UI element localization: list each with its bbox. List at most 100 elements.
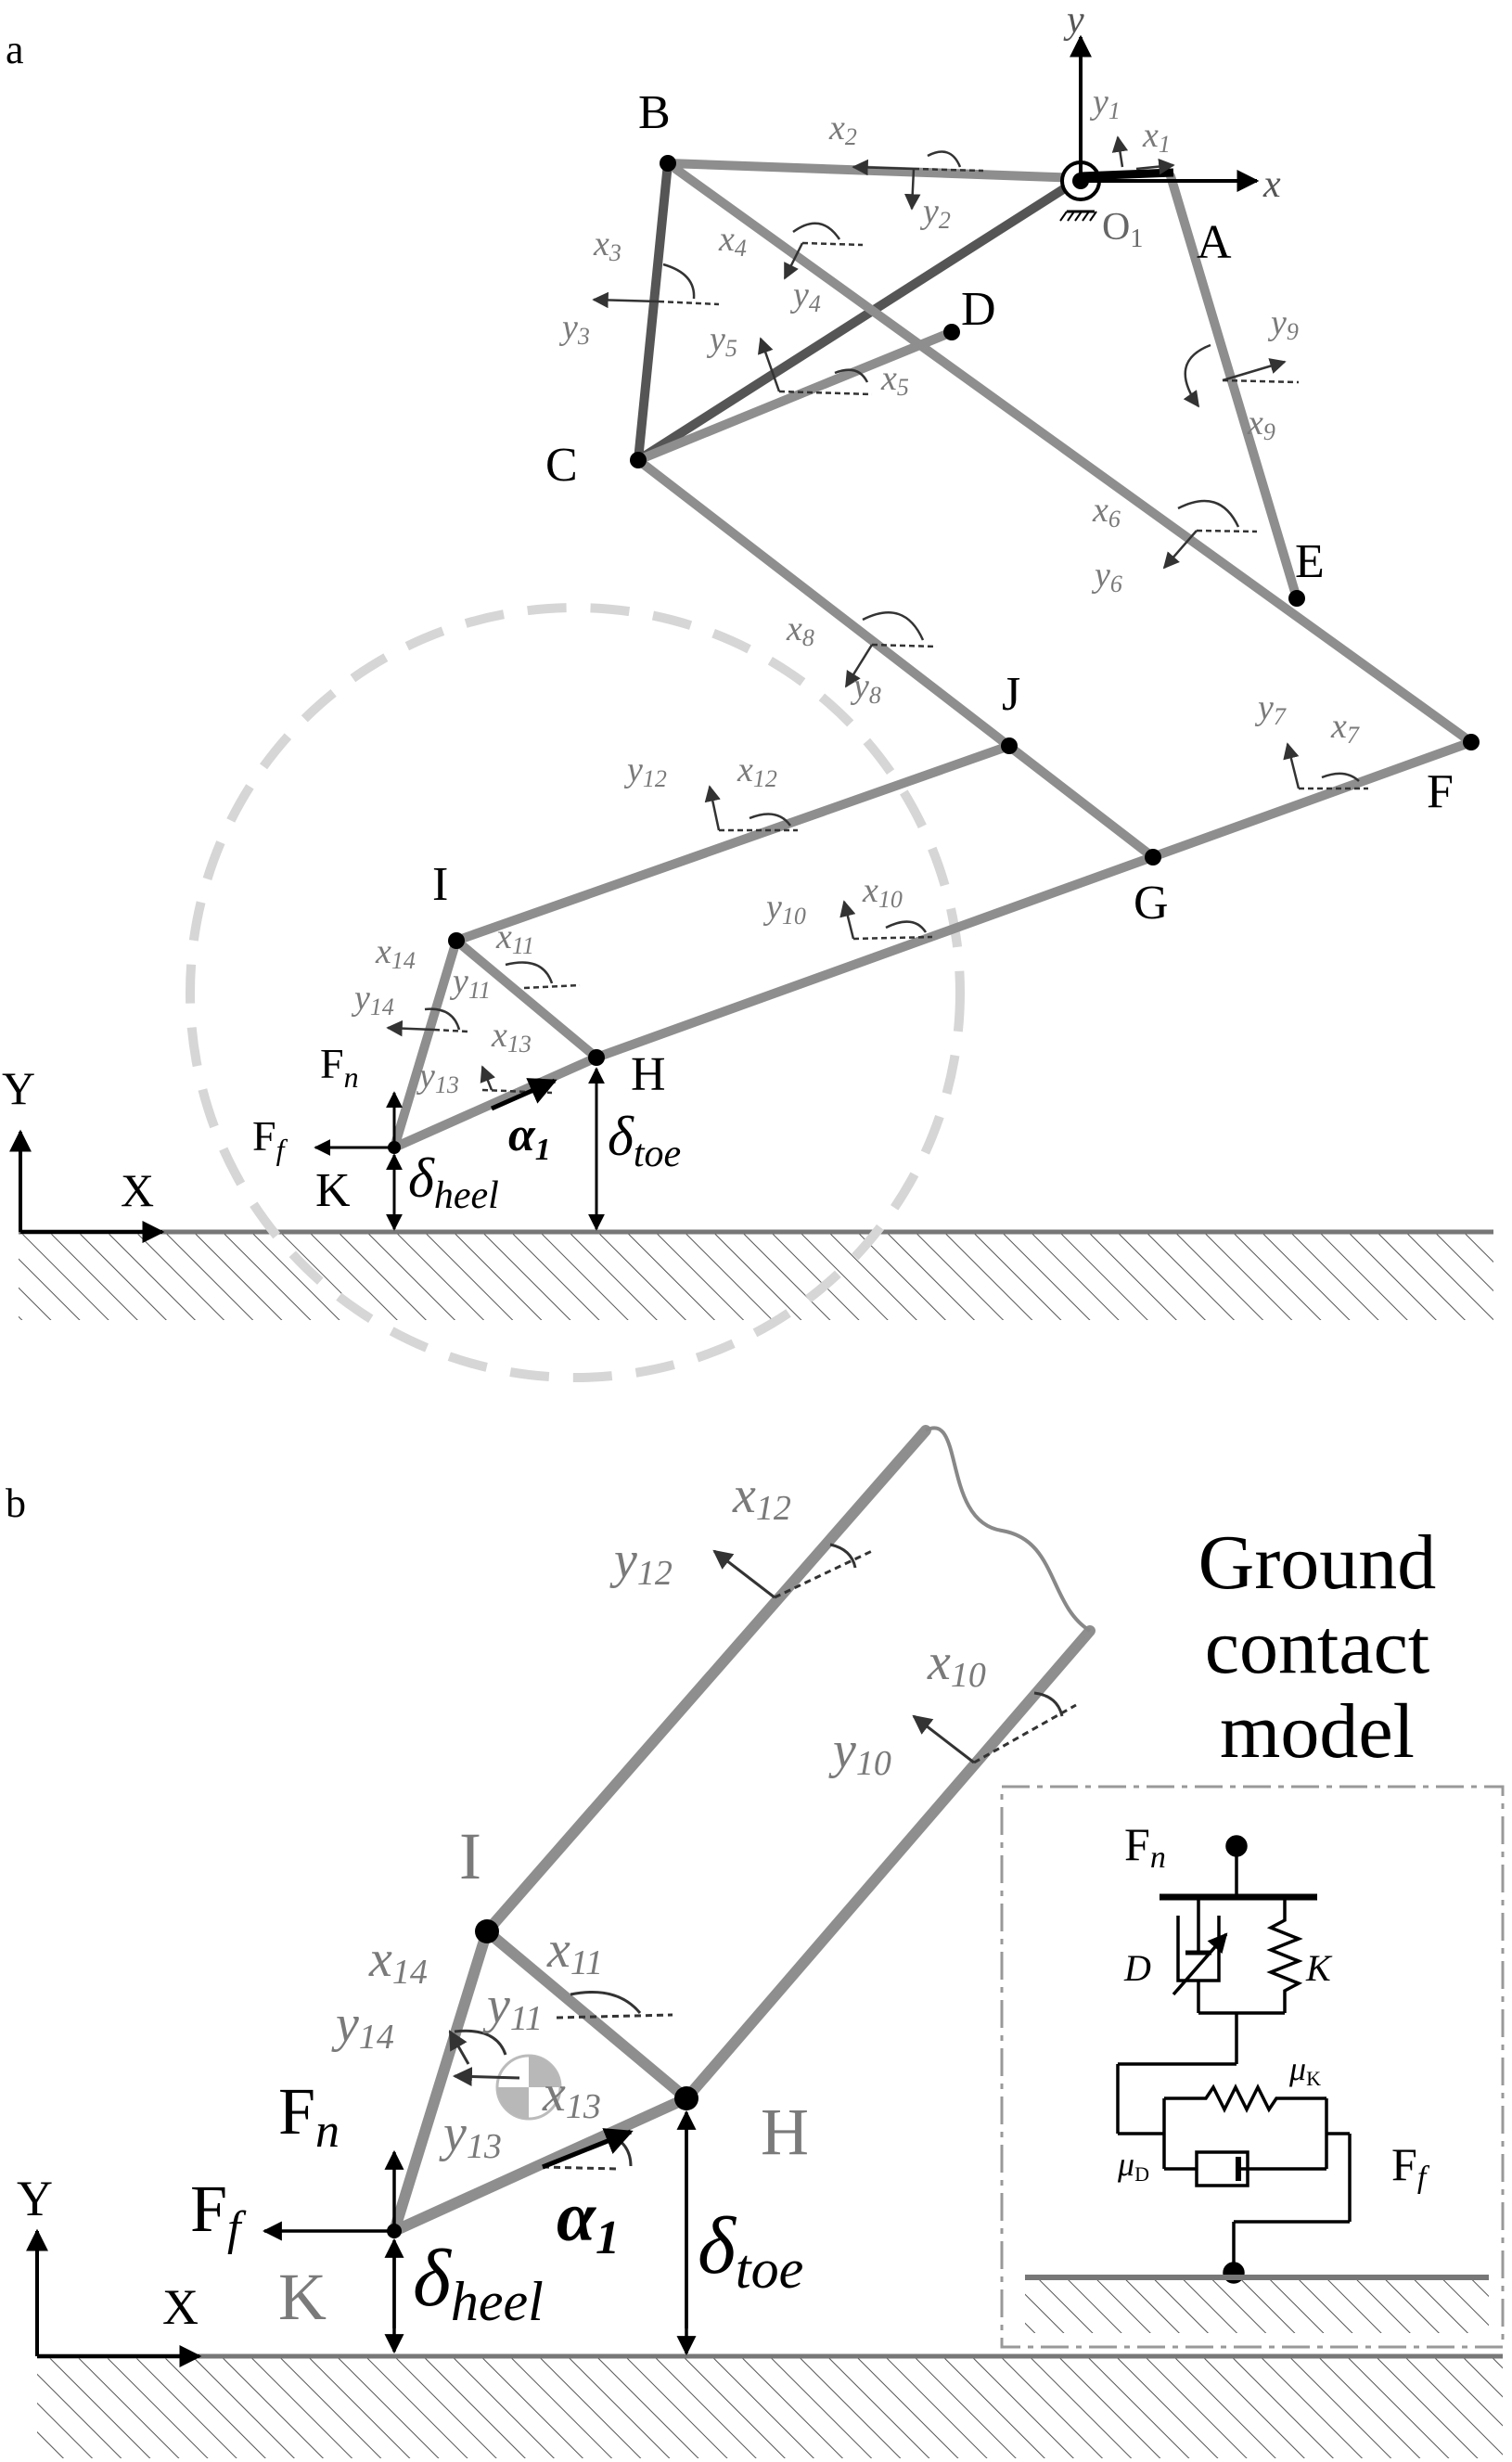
frame-3-label-x: x3: [593, 224, 621, 266]
contact-model-title: Ground contact model: [1198, 1520, 1437, 1775]
contact-mud-label: μD: [1117, 2146, 1149, 2186]
foot-links-b: [389, 1425, 1096, 2237]
frame-12-label-y: y12: [623, 750, 667, 792]
fn-label-a: Fn: [320, 1040, 359, 1094]
frame-11-b-label-y: y11: [482, 1977, 543, 2038]
frame-12-label-x: x12: [737, 750, 777, 792]
delta-heel-label-a: δheel: [408, 1148, 499, 1217]
label-C: C: [545, 439, 578, 492]
frame-9-label-y: y9: [1267, 303, 1299, 345]
alpha-label-b: α1: [557, 2178, 620, 2264]
frame-11-icon: [505, 961, 581, 990]
frame-labels-b: x12 y12 x10 y10 x11 y11 x13 y13 x14 y14: [331, 1467, 986, 2166]
frame-12-b-label-x: x12: [732, 1467, 791, 1528]
joint-J: [1001, 737, 1018, 754]
ground-hatch-b: [37, 2356, 1503, 2458]
base-x-label: x: [1262, 163, 1281, 206]
label-G: G: [1134, 877, 1169, 930]
label-D: D: [961, 283, 996, 336]
frame-13-b-label-x: x13: [542, 2065, 601, 2126]
contact-fn-label: Fn: [1124, 1818, 1166, 1875]
link-K-H: [390, 1053, 601, 1152]
link-O1-C: [634, 173, 1085, 465]
frame-4-icon: [783, 222, 864, 280]
contact-model-title-2: contact: [1205, 1604, 1430, 1690]
forces-a: [314, 1067, 605, 1231]
frame-10-label-y: y10: [762, 888, 806, 930]
link-C-D: [634, 327, 956, 465]
global-Y-label-b: Y: [17, 2171, 53, 2226]
frame-11-b-label-x: x11: [546, 1921, 603, 1982]
frame-12-b-icon: [712, 1543, 873, 1599]
center-of-mass-icon: [495, 2054, 562, 2121]
frame-6-label-x: x6: [1092, 491, 1121, 532]
link-A-E: [1166, 172, 1301, 603]
label-I: I: [432, 858, 448, 911]
label-H: H: [631, 1048, 666, 1101]
label-J: J: [1002, 668, 1020, 721]
delta-toe-label-a: δtoe: [608, 1106, 681, 1175]
frame-14-b-label-x: x14: [368, 1930, 428, 1992]
link-I-H: [452, 936, 601, 1062]
variable-damper-icon: [1172, 1897, 1228, 2013]
global-X-label-a: X: [121, 1164, 154, 1216]
frame-11-label-y: y11: [449, 962, 491, 1004]
point-labels-a: A B C D E F G H I J K: [315, 86, 1454, 1217]
delta-toe-label-b: δtoe: [698, 2201, 803, 2300]
delta-heel-label-b: δheel: [413, 2234, 544, 2332]
label-K-b: K: [278, 2260, 327, 2334]
panel-a-label: a: [6, 27, 24, 72]
frame-8-label-x: x8: [786, 609, 814, 651]
joint-C: [630, 452, 647, 468]
contact-ground-hatch: [1025, 2277, 1489, 2333]
link-C-G: [634, 455, 1158, 862]
label-H-b: H: [761, 2095, 809, 2169]
local-frames-b: [448, 1543, 1077, 2171]
link-H-upper: [681, 1625, 1096, 2104]
forces-b: [262, 2109, 697, 2356]
frame-12-icon: [704, 785, 798, 832]
local-frames-a: [386, 135, 1368, 1095]
frame-7-label-y: y7: [1254, 688, 1287, 730]
frame-10-label-x: x10: [862, 871, 903, 913]
frame-14-label-x: x14: [375, 932, 416, 974]
frame-14-icon: [386, 1007, 469, 1037]
contact-ff-label: Ff: [1391, 2138, 1430, 2195]
global-frame-b: [26, 2228, 202, 2367]
frame-11-b-icon: [556, 1991, 673, 2020]
link-I-K-b: [389, 1926, 493, 2237]
frame-14-b-label-y: y14: [331, 1995, 394, 2057]
frame-5-label-y: y5: [706, 320, 737, 362]
frame-8-label-y: y8: [850, 667, 881, 709]
frame-3-label-y: y3: [558, 308, 590, 350]
frame-2-label-x: x2: [828, 109, 857, 150]
frame-9-label-x: x9: [1247, 404, 1275, 445]
frame-13-b-label-y: y13: [439, 2105, 502, 2166]
frame-6-icon: [1162, 499, 1258, 570]
joint-I-b: [475, 1919, 499, 1943]
friction-spring-icon: [1164, 2084, 1326, 2113]
label-B: B: [638, 86, 671, 139]
frame-13-label-y: y13: [416, 1057, 459, 1098]
joints: [388, 155, 1480, 1154]
joint-F: [1463, 734, 1480, 750]
fn-label-b: Fn: [278, 2074, 340, 2158]
frame-2-label-y: y2: [919, 192, 951, 234]
alpha-label-a: α1: [508, 1109, 551, 1167]
zoom-circle: [186, 603, 965, 1382]
link-B-F: [663, 159, 1476, 747]
frame-labels-a: y1 x1 x2 y2 x3 y3 x4 y4 y5 x5 x6 y6 y7 x…: [351, 83, 1360, 1098]
label-A: A: [1197, 216, 1232, 269]
frame-5-icon: [757, 337, 873, 396]
frame-7-icon: [1283, 742, 1368, 790]
joint-I: [448, 932, 465, 949]
joint-E: [1288, 590, 1305, 607]
frame-8-icon: [844, 611, 938, 688]
link-B-O1: [663, 159, 1085, 183]
contact-d-label: D: [1123, 1947, 1151, 1989]
joint-G: [1145, 849, 1161, 866]
joint-B: [660, 155, 676, 172]
frame-7-label-x: x7: [1330, 707, 1360, 749]
ff-label-a: Ff: [252, 1112, 288, 1166]
